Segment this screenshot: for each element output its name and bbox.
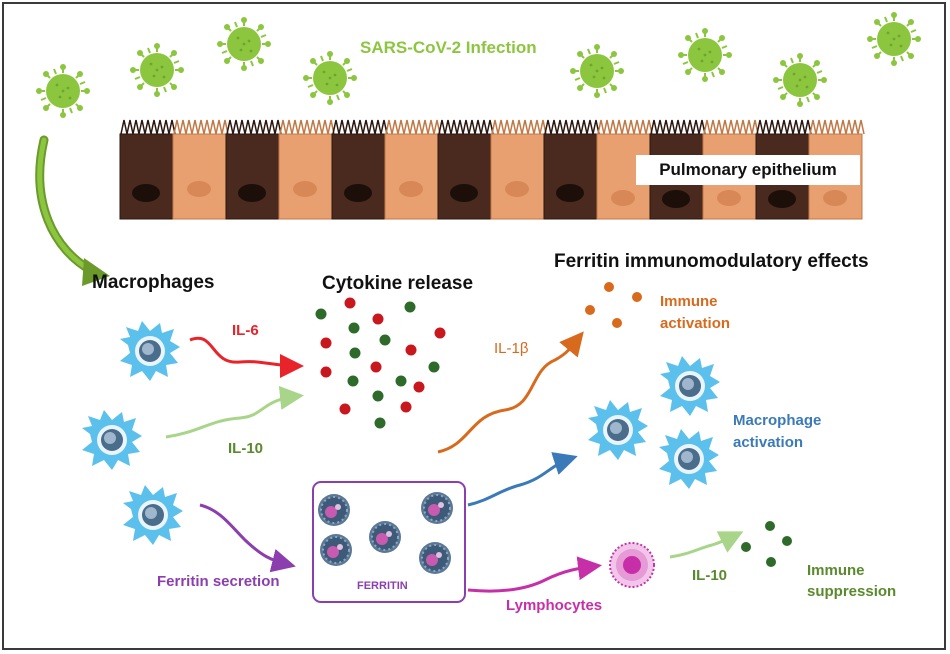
immune-suppression-label-1: Immune [807,562,865,579]
virus-icon [677,27,733,83]
il10-suppression-label: IL-10 [692,567,728,584]
virus-icon [302,50,358,106]
macrophage-icon [123,485,183,545]
il10-arrow [165,385,304,439]
immune-activation-label-1: Immune [660,293,718,310]
lymphocyte-icon [609,542,655,588]
macrophage-icon [660,356,720,416]
immune-activation-dots [585,282,642,328]
il1b-arrow [437,331,584,454]
il10-label: IL-10 [228,440,264,457]
ferritin-molecule-icon [317,493,351,527]
macrophage-activation-arrow [467,452,578,507]
virus-icon [216,16,272,72]
ferritin-molecule-icon [418,541,452,575]
il6-label: IL-6 [232,322,259,339]
ferritin-molecule-icon [319,533,353,567]
macrophage-activation-label-1: Macrophage [733,412,822,429]
infection-arrow [35,135,110,286]
il6-arrow [189,336,304,378]
infection-title: SARS-CoV-2 Infection [360,38,537,57]
cytokine-release-title: Cytokine release [322,273,474,294]
virus-icon [35,63,91,119]
cytokine-dots [315,297,446,429]
macrophage-activation-label-2: activation [733,434,804,451]
epithelium-label: Pulmonary epithelium [636,155,860,185]
macrophage-icon [588,400,648,460]
il10-suppression-arrow [669,531,744,559]
macrophages-title: Macrophages [92,272,215,293]
virus-icon [129,42,185,98]
macrophage-icon [82,410,142,470]
lymphocytes-arrow [467,556,602,593]
macrophage-icon [659,429,719,489]
virus-icon [772,52,828,108]
ferritin-effects-title: Ferritin immunomodulatory effects [554,251,869,272]
immune-suppression-dots [741,521,792,567]
macrophage-icon [120,321,180,381]
ferritin-secretion-label: Ferritin secretion [157,573,280,590]
lymphocytes-label: Lymphocytes [506,597,603,614]
ferritin-molecule-icon [420,491,454,525]
ferritin-label: FERRITIN [357,580,408,592]
immune-suppression-label-2: suppression [807,583,897,600]
virus-icon [569,43,625,99]
ferritin-secretion-arrow [199,503,296,573]
virus-icon [866,11,922,67]
ferritin-molecule-icon [368,520,402,554]
immune-activation-label-2: activation [660,315,731,332]
il1b-label: IL-1β [494,340,529,357]
